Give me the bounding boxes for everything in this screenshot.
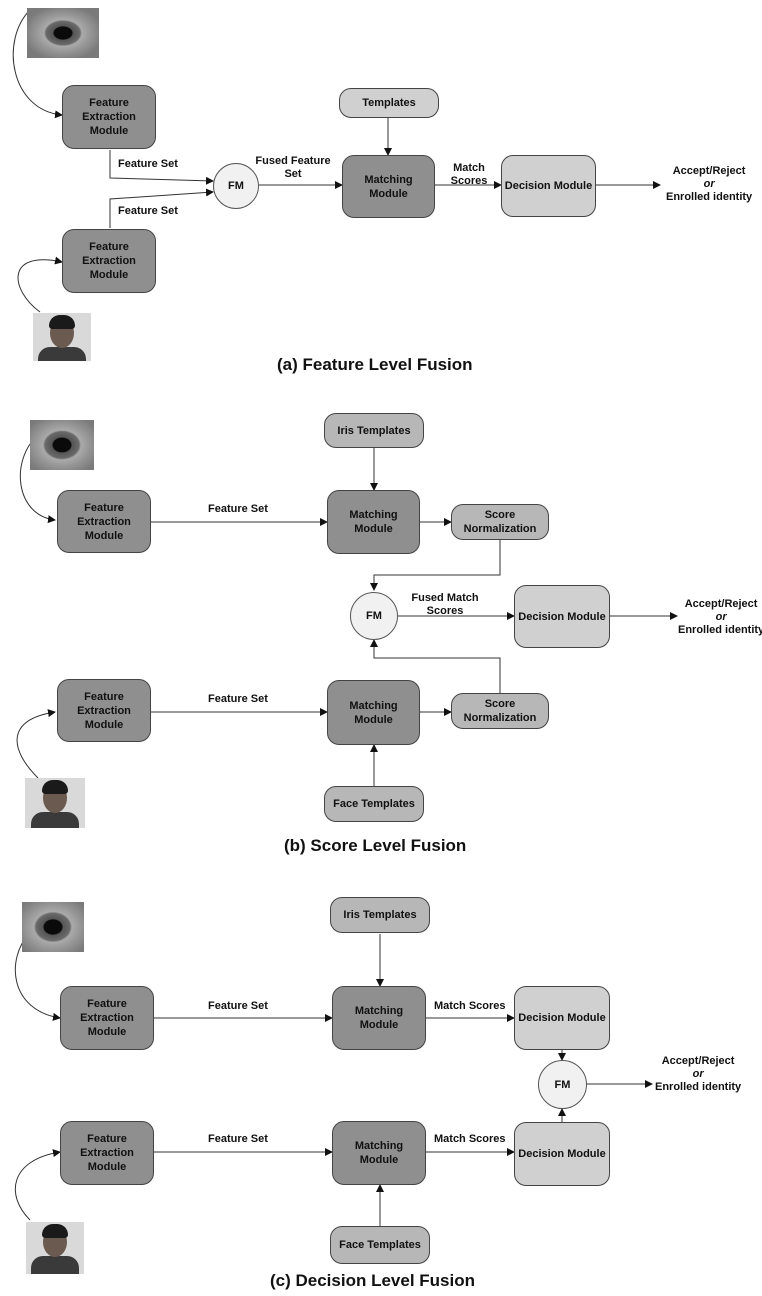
- accept-reject-label-b: Accept/Reject: [684, 598, 758, 610]
- arrow-face-to-fe-bottom-b: [16, 709, 56, 779]
- feature-set-label-top-a: Feature Set: [118, 158, 178, 170]
- iris-image-a: [27, 8, 99, 58]
- decision-module-a: Decision Module: [501, 155, 596, 217]
- feature-set-label-bottom-c: Feature Set: [208, 1133, 268, 1145]
- iris-templates-box-c: Iris Templates: [330, 897, 430, 933]
- or-label-b: or: [715, 611, 727, 623]
- fused-match-scores-label-b: Fused Match Scores: [411, 592, 479, 617]
- score-normalization-bottom-b: Score Normalization: [451, 693, 549, 729]
- match-scores-label-bottom-c: Match Scores: [434, 1133, 506, 1145]
- arrow-face-to-fe-a: [17, 256, 63, 313]
- feature-extraction-module-top-a: Feature Extraction Module: [62, 85, 156, 149]
- or-label-a: or: [703, 178, 715, 190]
- feature-extraction-module-top-c: Feature Extraction Module: [60, 986, 154, 1050]
- templates-box-a: Templates: [339, 88, 439, 118]
- fusion-module-c: FM: [538, 1060, 587, 1109]
- output-a: Accept/Reject or Enrolled identity: [666, 165, 752, 204]
- arrow-fe-bottom-to-fm-a: [109, 188, 214, 228]
- iris-templates-box-b: Iris Templates: [324, 413, 424, 448]
- feature-extraction-module-bottom-b: Feature Extraction Module: [57, 679, 151, 742]
- fusion-module-a: FM: [213, 163, 259, 209]
- matching-module-bottom-c: Matching Module: [332, 1121, 426, 1185]
- or-label-c: or: [692, 1068, 704, 1080]
- face-image-c: [26, 1222, 84, 1274]
- iris-image-c: [22, 902, 84, 952]
- face-templates-box-c: Face Templates: [330, 1226, 430, 1264]
- accept-reject-label-c: Accept/Reject: [661, 1055, 735, 1067]
- arrow-norm-bottom-to-fm-b: [370, 639, 501, 693]
- face-image-a: [33, 313, 91, 361]
- accept-reject-label-a: Accept/Reject: [672, 165, 746, 177]
- decision-module-top-c: Decision Module: [514, 986, 610, 1050]
- score-normalization-top-b: Score Normalization: [451, 504, 549, 540]
- face-image-b: [25, 778, 85, 828]
- arrow-norm-top-to-fm-b: [370, 540, 501, 591]
- feature-set-label-top-b: Feature Set: [208, 503, 268, 515]
- matching-module-bottom-b: Matching Module: [327, 680, 420, 745]
- arrow-fe-top-to-fm-a: [109, 150, 214, 185]
- output-c: Accept/Reject or Enrolled identity: [655, 1055, 741, 1094]
- caption-a: (a) Feature Level Fusion: [277, 355, 473, 374]
- fusion-module-b: FM: [350, 592, 398, 640]
- decision-module-b: Decision Module: [514, 585, 610, 648]
- enrolled-identity-label-b: Enrolled identity: [678, 624, 762, 636]
- arrow-eye-to-fe-a: [12, 9, 63, 119]
- enrolled-identity-label-c: Enrolled identity: [655, 1081, 742, 1093]
- face-templates-box-b: Face Templates: [324, 786, 424, 822]
- arrow-face-to-fe-bottom-c: [14, 1149, 61, 1221]
- feature-extraction-module-bottom-a: Feature Extraction Module: [62, 229, 156, 293]
- feature-set-label-top-c: Feature Set: [208, 1000, 268, 1012]
- caption-c: (c) Decision Level Fusion: [270, 1271, 475, 1290]
- output-b: Accept/Reject or Enrolled identity: [678, 598, 762, 637]
- matching-module-top-b: Matching Module: [327, 490, 420, 554]
- enrolled-identity-label-a: Enrolled identity: [666, 191, 753, 203]
- feature-set-label-bottom-b: Feature Set: [208, 693, 268, 705]
- fused-feature-set-label-a: Fused Feature Set: [255, 155, 331, 180]
- caption-b: (b) Score Level Fusion: [284, 836, 467, 855]
- match-scores-label-a: Match Scores: [450, 162, 488, 187]
- feature-extraction-module-bottom-c: Feature Extraction Module: [60, 1121, 154, 1185]
- matching-module-top-c: Matching Module: [332, 986, 426, 1050]
- match-scores-label-top-c: Match Scores: [434, 1000, 506, 1012]
- iris-image-b: [30, 420, 94, 470]
- matching-module-a: Matching Module: [342, 155, 435, 218]
- feature-set-label-bottom-a: Feature Set: [118, 205, 178, 217]
- feature-extraction-module-top-b: Feature Extraction Module: [57, 490, 151, 553]
- decision-module-bottom-c: Decision Module: [514, 1122, 610, 1186]
